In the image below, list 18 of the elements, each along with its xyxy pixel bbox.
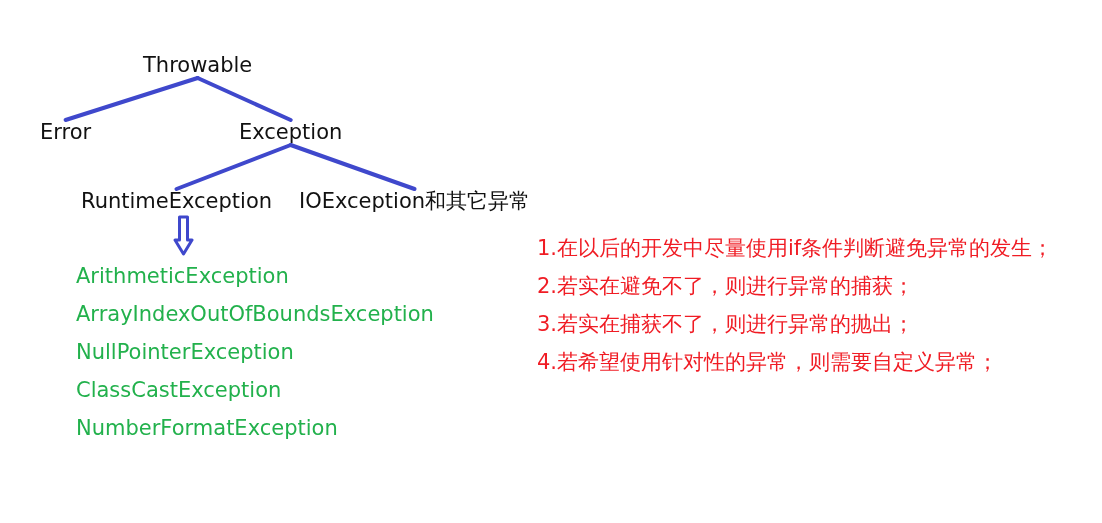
exception-name: ClassCastException <box>76 377 282 404</box>
exception-name: NullPointerException <box>76 339 294 366</box>
note-text: 2.若实在避免不了，则进行异常的捕获； <box>537 273 916 300</box>
note-text: 1.在以后的开发中尽量使用if条件判断避免异常的发生； <box>537 235 1054 262</box>
class-label: Throwable <box>143 53 253 78</box>
class-label: IOException和其它异常 <box>299 189 531 214</box>
exception-name: ArrayIndexOutOfBoundsException <box>76 301 434 328</box>
exception-name: ArithmeticException <box>76 263 289 290</box>
tree-line <box>288 143 417 191</box>
class-label: RuntimeException <box>81 189 273 214</box>
hollow-arrow <box>173 215 194 256</box>
note-text: 3.若实在捕获不了，则进行异常的抛出； <box>537 311 916 338</box>
class-label: Error <box>40 120 92 145</box>
exception-name: NumberFormatException <box>76 415 338 442</box>
class-label: Exception <box>239 120 343 145</box>
tree-line <box>174 143 293 191</box>
note-text: 4.若希望使用针对性的异常，则需要自定义异常； <box>537 349 1000 376</box>
tree-line <box>195 76 293 122</box>
